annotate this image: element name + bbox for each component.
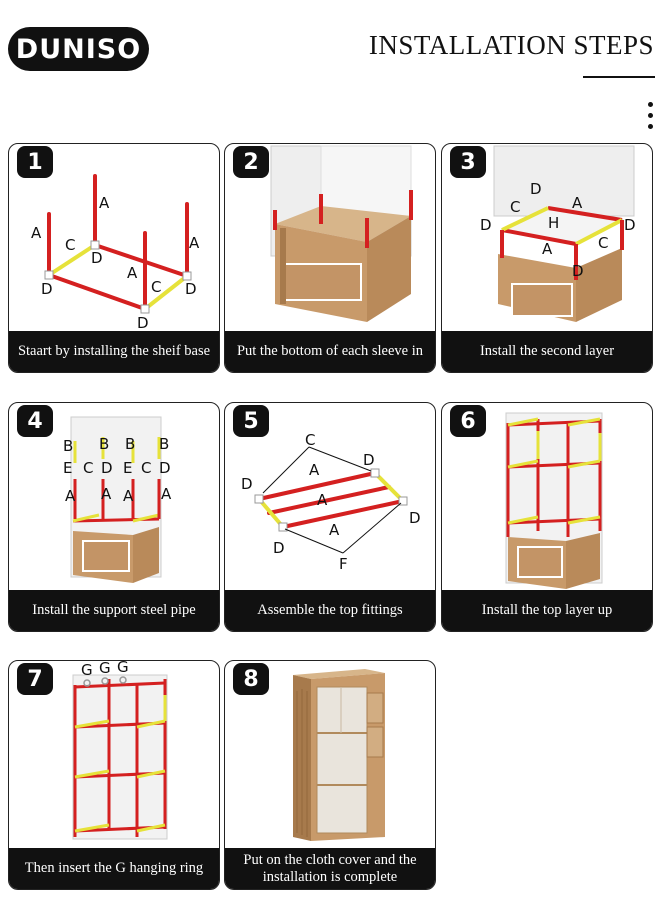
- step-number-badge: 8: [233, 663, 269, 695]
- step-caption: Then insert the G hanging ring: [9, 848, 219, 889]
- step-number-badge: 1: [17, 146, 53, 178]
- step-card-4: 4 B B B B E C D E C D A A A A Install th…: [8, 402, 220, 632]
- more-options-icon[interactable]: [646, 102, 654, 136]
- part-label: C: [510, 198, 520, 216]
- step-number-badge: 6: [450, 405, 486, 437]
- step-3-illustration: D A C D H D A C D: [480, 145, 636, 322]
- part-label: A: [329, 521, 340, 539]
- step-card-2: 2 Put the bottom of each sleeve in: [224, 143, 436, 373]
- step-1-illustration: A A A A C C D D D D: [31, 174, 200, 332]
- part-label: A: [31, 224, 42, 242]
- part-label: A: [542, 240, 553, 258]
- part-label: A: [127, 264, 138, 282]
- step-caption: Install the top layer up: [442, 590, 652, 631]
- part-label: H: [548, 214, 559, 232]
- part-label: F: [339, 555, 348, 573]
- part-label: A: [161, 485, 172, 503]
- title-underline: [583, 76, 655, 78]
- part-label: D: [41, 280, 53, 298]
- part-label: D: [241, 475, 253, 493]
- part-label: D: [91, 249, 103, 267]
- step-card-1: 1 A A A A C C D D D D Staart by installi…: [8, 143, 220, 373]
- part-label: C: [65, 236, 75, 254]
- part-label: C: [305, 431, 315, 449]
- part-label: A: [123, 487, 134, 505]
- step-number-badge: 3: [450, 146, 486, 178]
- part-label: C: [151, 278, 161, 296]
- part-label: D: [409, 509, 421, 527]
- part-label: B: [159, 435, 169, 453]
- step-caption: Install the support steel pipe: [9, 590, 219, 631]
- part-label: B: [99, 435, 109, 453]
- step-caption: Put on the cloth cover and the installat…: [225, 848, 435, 889]
- part-label: C: [598, 234, 608, 252]
- part-label: D: [185, 280, 197, 298]
- part-label: A: [65, 487, 76, 505]
- step-card-3: 3 D A C D H D A C D Install the second l…: [441, 143, 653, 373]
- step-card-7: 7 G G G Then insert the G hanging ring: [8, 660, 220, 890]
- step-number-badge: 2: [233, 146, 269, 178]
- brand-logo: DUNISO: [8, 27, 149, 71]
- step-caption: Put the bottom of each sleeve in: [225, 331, 435, 372]
- part-label: G: [99, 661, 111, 677]
- part-label: A: [309, 461, 320, 479]
- part-label: D: [572, 262, 584, 280]
- part-label: A: [101, 485, 112, 503]
- part-label: D: [530, 180, 542, 198]
- step-2-illustration: [270, 145, 413, 322]
- page-title: INSTALLATION STEPS: [368, 30, 654, 60]
- part-label: E: [63, 459, 72, 477]
- part-label: C: [141, 459, 151, 477]
- step-caption: Staart by installing the sheif base: [9, 331, 219, 372]
- step-number-badge: 5: [233, 405, 269, 437]
- part-label: B: [125, 435, 135, 453]
- part-label: D: [363, 451, 375, 469]
- step-caption: Install the second layer: [442, 331, 652, 372]
- part-label: A: [189, 234, 200, 252]
- step-5-illustration: C D A D A D A D F: [241, 431, 421, 573]
- part-label: D: [480, 216, 492, 234]
- part-label: A: [572, 194, 583, 212]
- part-label: D: [159, 459, 171, 477]
- part-label: E: [123, 459, 132, 477]
- part-label: G: [117, 661, 129, 676]
- step-card-5: 5 C D A D A D A D F Assemble the top fit…: [224, 402, 436, 632]
- step-4-illustration: B B B B E C D E C D A A A A: [63, 416, 172, 583]
- step-7-illustration: G G G: [72, 661, 168, 840]
- part-label: D: [137, 314, 149, 332]
- part-label: A: [99, 194, 110, 212]
- step-card-6: 6 Install the top layer up: [441, 402, 653, 632]
- part-label: B: [63, 437, 73, 455]
- part-label: D: [101, 459, 113, 477]
- step-number-badge: 4: [17, 405, 53, 437]
- part-label: A: [317, 491, 328, 509]
- part-label: C: [83, 459, 93, 477]
- part-label: D: [273, 539, 285, 557]
- part-label: D: [624, 216, 636, 234]
- step-number-badge: 7: [17, 663, 53, 695]
- step-8-illustration: [293, 669, 385, 841]
- step-caption: Assemble the top fittings: [225, 590, 435, 631]
- part-label: G: [81, 661, 93, 679]
- step-card-8: 8 Put on the cloth cover and the install…: [224, 660, 436, 890]
- step-6-illustration: [505, 412, 603, 589]
